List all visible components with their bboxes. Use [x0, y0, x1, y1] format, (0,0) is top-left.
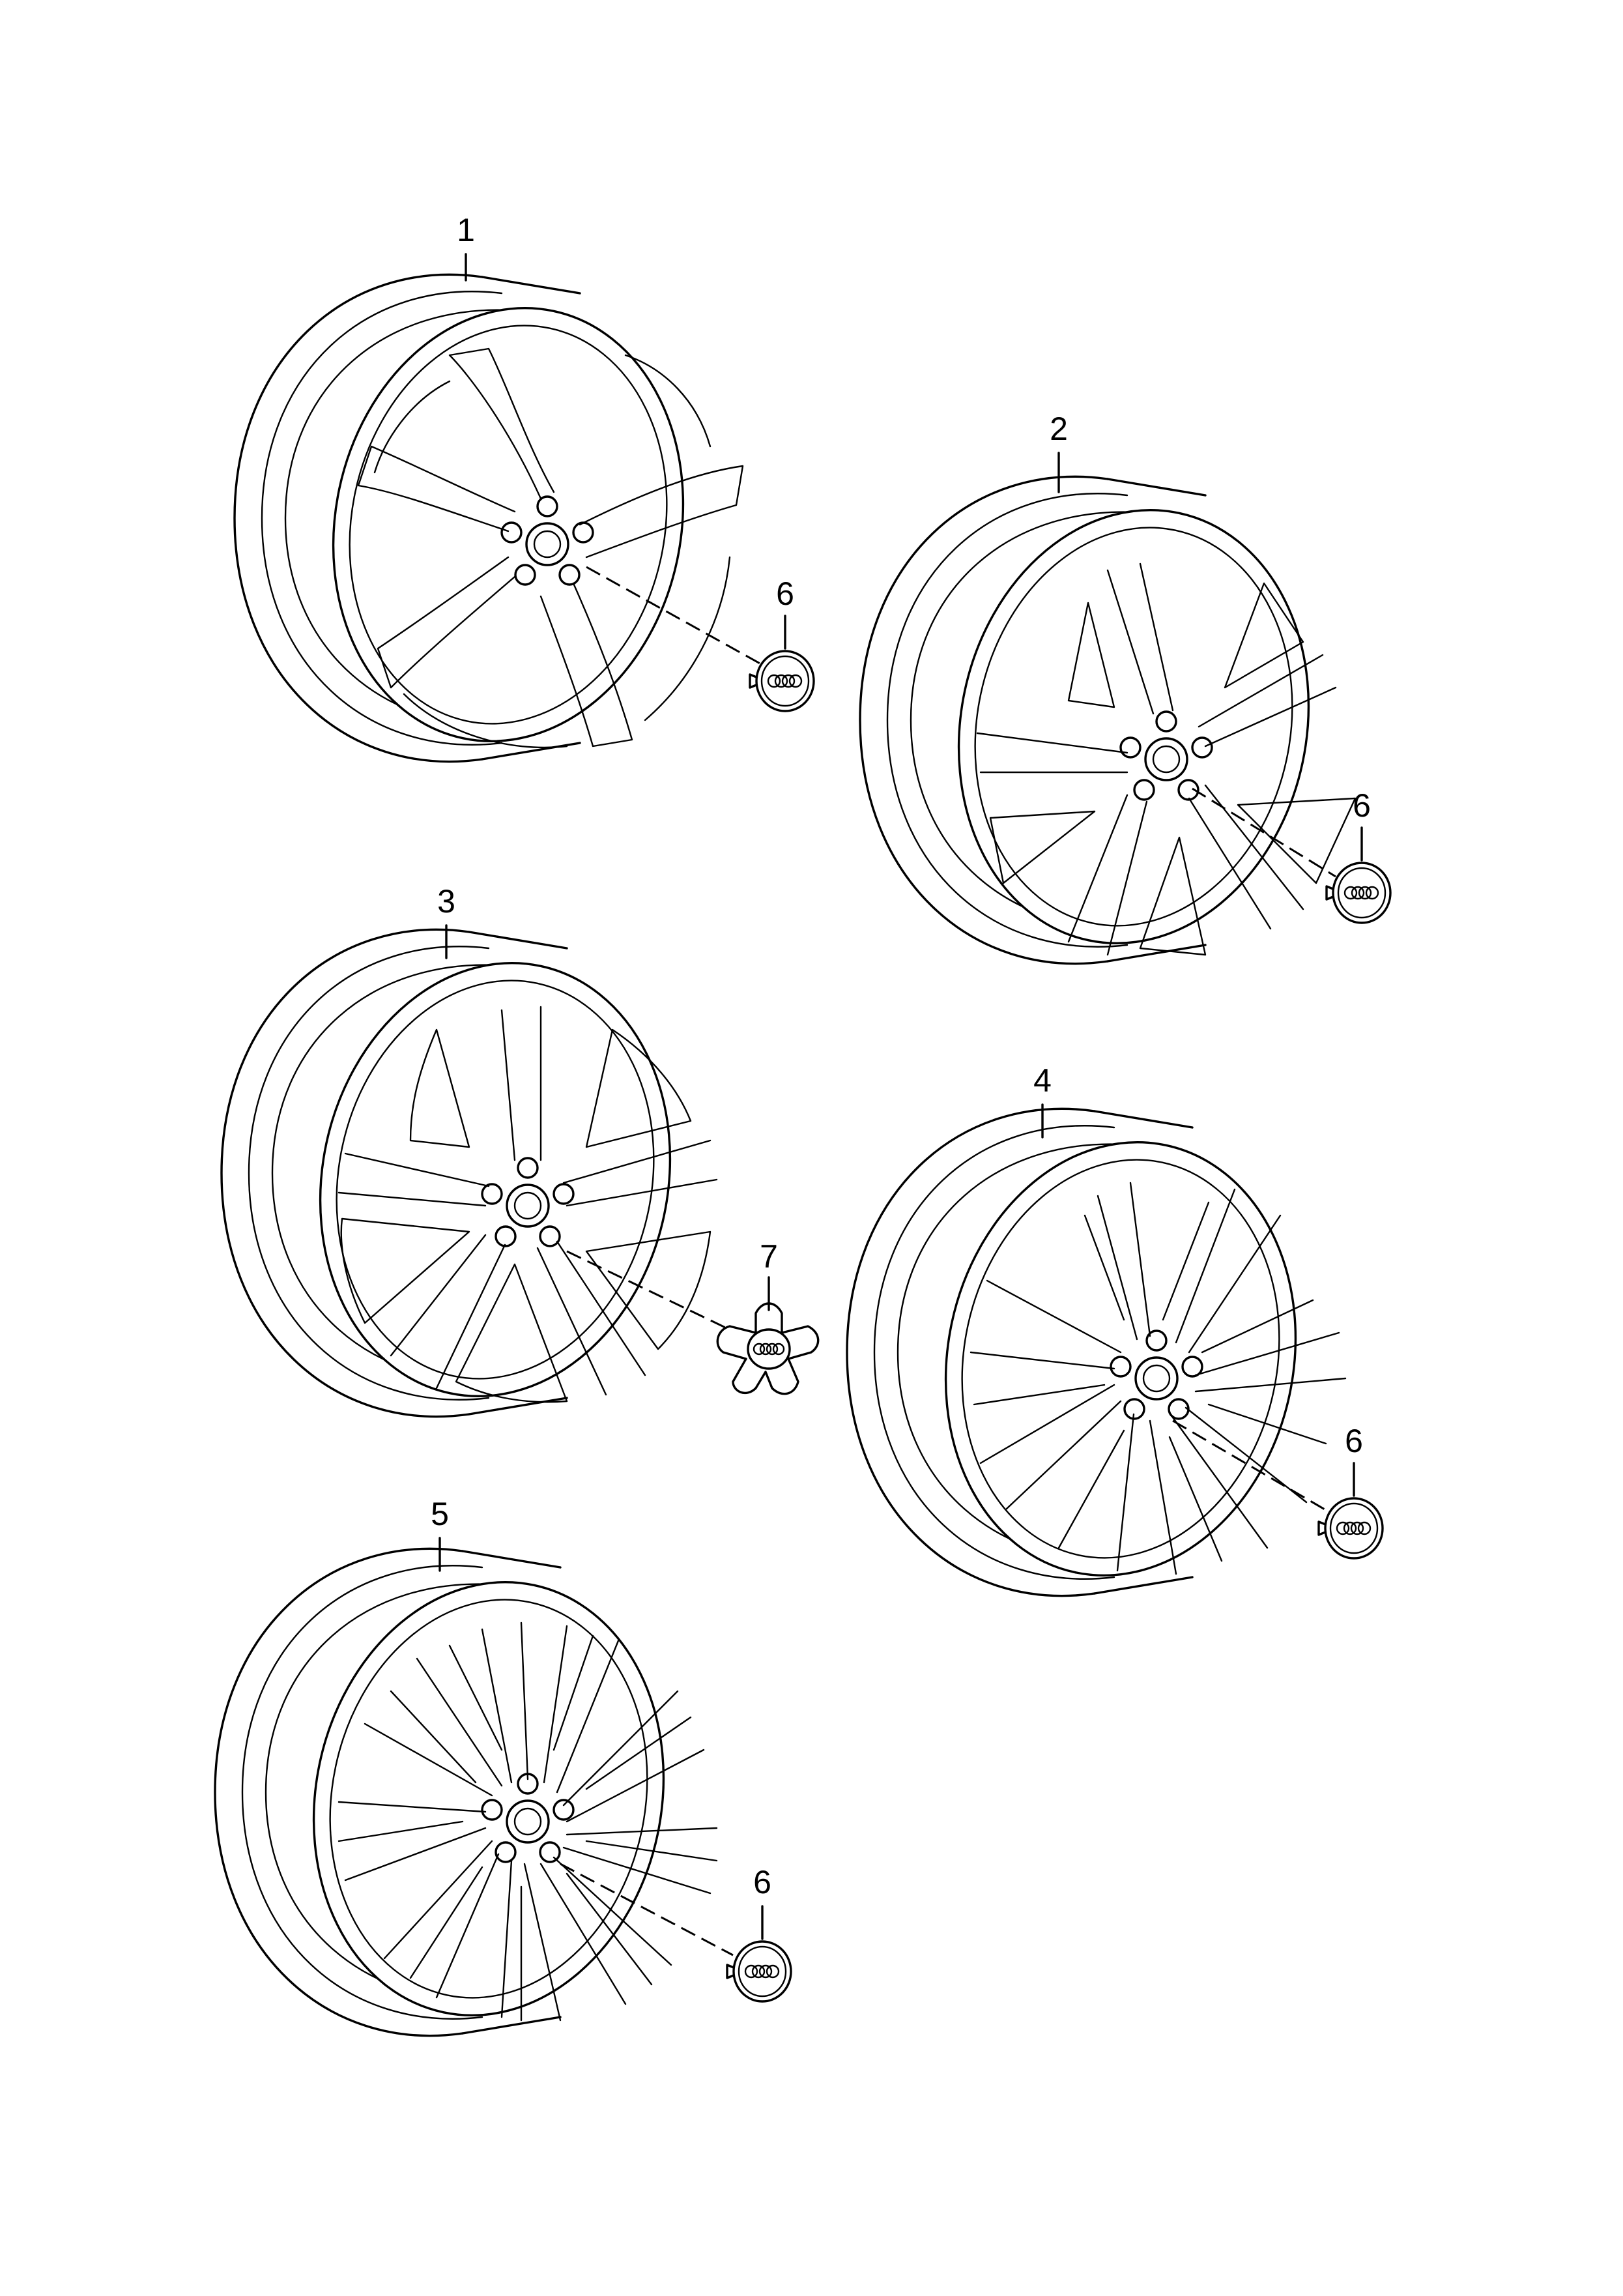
axis-line-3 [566, 1250, 737, 1334]
center-cap-5 [726, 1940, 792, 2003]
wheel-1 [233, 273, 744, 776]
center-cap-1 [749, 650, 815, 712]
center-cap-2 [1325, 862, 1392, 924]
axis-line-1 [586, 566, 763, 666]
accessory-number-6d: 6 [753, 1864, 771, 1900]
accessory-number-6c: 6 [1345, 1423, 1363, 1459]
center-cap-4 [1317, 1497, 1384, 1560]
part-number-2: 2 [1050, 411, 1068, 447]
axis-line-5 [560, 1863, 734, 1956]
wheel-2 [859, 475, 1357, 978]
axis-line-4 [1172, 1419, 1330, 1513]
wheel-3 [220, 928, 718, 1431]
part-number-1: 1 [457, 212, 475, 248]
part-number-3: 3 [437, 883, 455, 920]
part-number-4: 4 [1033, 1062, 1052, 1099]
accessory-number-6a: 6 [776, 575, 794, 612]
part-number-5: 5 [431, 1496, 449, 1532]
accessory-number-6b: 6 [1353, 787, 1371, 824]
wheel-5 [214, 1547, 718, 2050]
wheel-4 [846, 1107, 1347, 1610]
accessory-number-7: 7 [760, 1238, 778, 1275]
axis-line-2 [1192, 787, 1336, 878]
lug-center-cap-7 [716, 1302, 820, 1395]
